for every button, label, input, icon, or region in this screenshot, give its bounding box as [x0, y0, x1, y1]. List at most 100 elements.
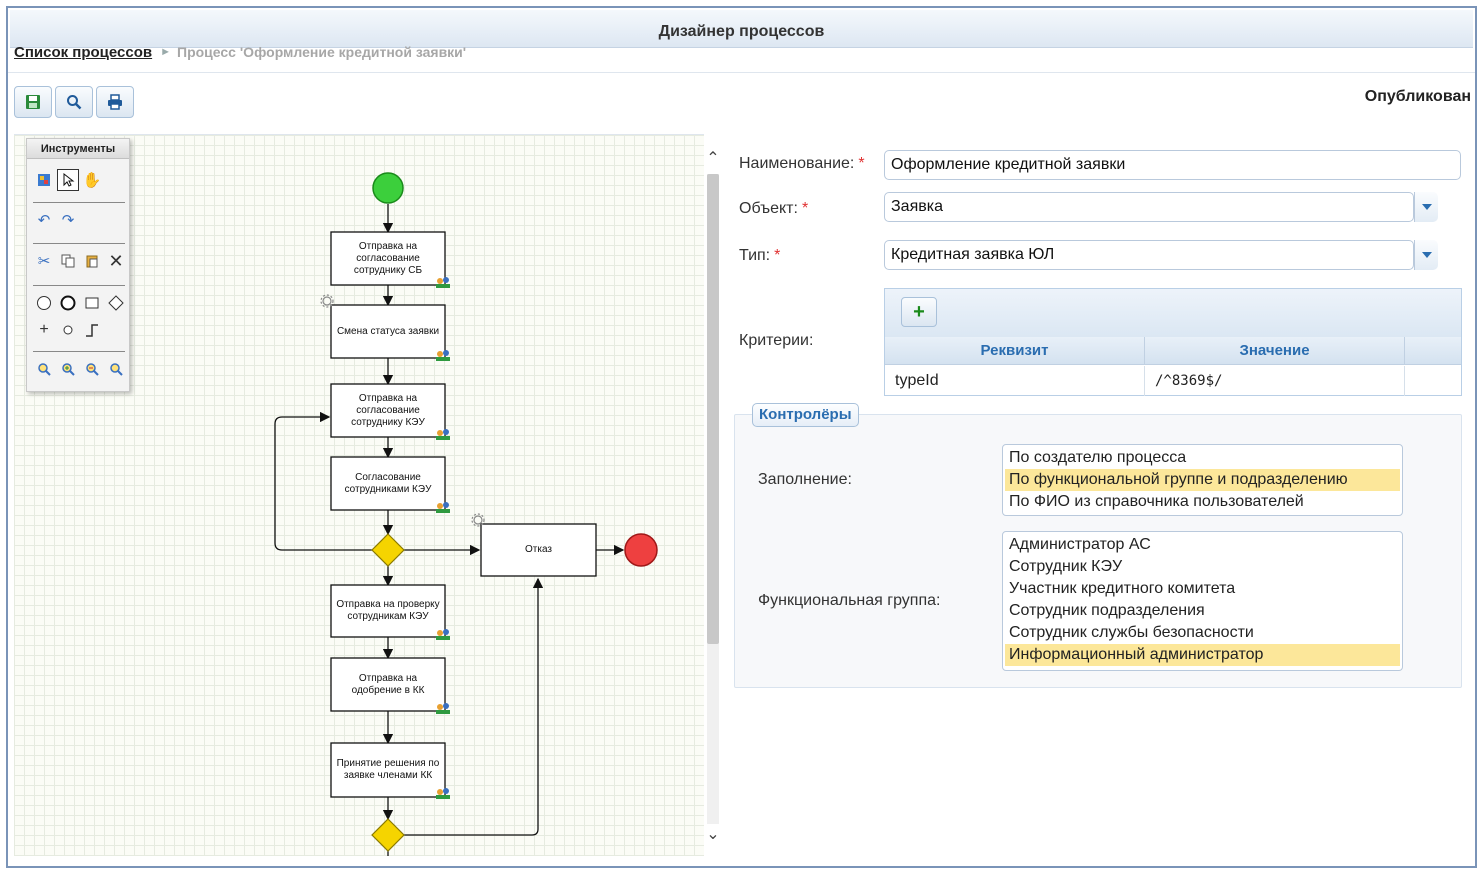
- users-icon: [436, 277, 450, 799]
- point-tool-icon[interactable]: [57, 319, 79, 341]
- object-select[interactable]: Заявка: [884, 192, 1414, 222]
- scroll-thumb[interactable]: [707, 174, 719, 644]
- list-item[interactable]: По создателю процесса: [1009, 449, 1187, 466]
- table-cell[interactable]: typeId: [885, 366, 1145, 396]
- breadcrumb-current: Процесс 'Оформление кредитной заявки': [177, 44, 467, 60]
- column-header-requisite[interactable]: Реквизит: [885, 337, 1145, 365]
- print-button[interactable]: [96, 86, 134, 118]
- task-node[interactable]: Отказ: [480, 523, 597, 577]
- name-input[interactable]: Оформление кредитной заявки: [884, 150, 1461, 180]
- group-listbox[interactable]: Администратор АС Сотрудник КЭУ Участник …: [1002, 531, 1403, 671]
- start-event[interactable]: [372, 172, 404, 204]
- paste-icon[interactable]: [81, 250, 103, 272]
- task-label: Отказ: [525, 544, 552, 555]
- overview-icon[interactable]: [33, 169, 55, 191]
- breadcrumb: Список процессов ► Процесс 'Оформление кре…: [14, 44, 466, 66]
- gateway-1[interactable]: [371, 533, 405, 567]
- required-mark: *: [858, 155, 865, 172]
- plus-icon: +: [913, 300, 925, 323]
- zoom-fit-icon[interactable]: [105, 358, 127, 380]
- column-header-value[interactable]: Значение: [1145, 337, 1405, 365]
- task-node[interactable]: Отправка на согласование сотруднику КЭУ: [330, 383, 446, 438]
- zoom-in-icon[interactable]: [57, 358, 79, 380]
- palette-divider: [33, 351, 125, 352]
- controllers-legend[interactable]: Контролёры: [752, 403, 859, 427]
- end-event[interactable]: [624, 533, 658, 567]
- gateway-2[interactable]: [371, 818, 405, 852]
- type-dropdown-button[interactable]: [1414, 240, 1438, 270]
- list-item[interactable]: По ФИО из справочника пользователей: [1009, 493, 1304, 510]
- fill-listbox[interactable]: По создателю процесса По функциональной …: [1002, 444, 1403, 516]
- preview-button[interactable]: [55, 86, 93, 118]
- redo-icon[interactable]: ↷: [61, 212, 75, 229]
- end-event-tool-icon[interactable]: [57, 292, 79, 314]
- required-mark: *: [801, 200, 809, 217]
- type-label-text: Тип:: [739, 247, 771, 264]
- palette-row-select: ✋: [33, 169, 103, 191]
- task-node[interactable]: Отправка на согласование сотруднику СБ: [330, 231, 446, 286]
- object-label: Объект:*: [739, 200, 808, 218]
- list-item[interactable]: Информационный администратор: [1005, 644, 1400, 666]
- copy-icon[interactable]: [57, 250, 79, 272]
- scroll-up-icon[interactable]: ⌃: [706, 150, 720, 167]
- window-title: Дизайнер процессов: [10, 10, 1473, 48]
- object-dropdown-button[interactable]: [1414, 192, 1438, 222]
- task-node[interactable]: Согласование сотрудниками КЭУ: [330, 456, 446, 511]
- process-diagram[interactable]: Отправка на согласование сотруднику СБ С…: [14, 135, 704, 856]
- column-header-extra: [1405, 337, 1461, 365]
- list-item[interactable]: По функциональной группе и подразделению: [1005, 469, 1400, 491]
- table-cell[interactable]: /^8369$/: [1145, 366, 1405, 396]
- task-node[interactable]: Отправка на одобрение в КК: [330, 657, 446, 712]
- canvas-scrollbar[interactable]: ⌃ ⌄: [704, 146, 722, 852]
- scroll-down-icon[interactable]: ⌄: [706, 826, 720, 843]
- fill-label: Заполнение:: [758, 471, 852, 488]
- breadcrumb-root-link[interactable]: Список процессов: [14, 44, 153, 61]
- task-node[interactable]: Смена статуса заявки: [330, 304, 446, 359]
- chevron-down-icon: [1421, 204, 1432, 210]
- delete-icon[interactable]: ✕: [108, 250, 124, 271]
- list-item[interactable]: Администратор АС: [1009, 536, 1151, 553]
- task-label: Отправка на согласование сотруднику КЭУ: [351, 392, 425, 428]
- list-item[interactable]: Сотрудник КЭУ: [1009, 558, 1123, 575]
- connector-tool-icon[interactable]: [81, 319, 103, 341]
- criteria-label: Критерии:: [739, 332, 814, 349]
- pointer-icon[interactable]: [57, 169, 79, 191]
- criteria-toolbar: +: [885, 289, 1461, 337]
- breadcrumb-separator-icon: ►: [160, 46, 172, 58]
- task-label: Смена статуса заявки: [336, 325, 440, 337]
- object-label-text: Объект:: [739, 200, 798, 217]
- task-label: Отправка на проверку сотрудникам КЭУ: [336, 599, 440, 622]
- name-label-text: Наименование:: [739, 155, 855, 172]
- undo-icon[interactable]: ↶: [37, 212, 51, 229]
- toolbar-divider: [8, 72, 1475, 73]
- palette-row-misc: +: [33, 319, 103, 341]
- palette-divider: [33, 202, 125, 203]
- zoom-icon[interactable]: [33, 358, 55, 380]
- chevron-down-icon: [1421, 252, 1432, 258]
- name-label: Наименование:*: [739, 155, 865, 173]
- palette-row-zoom: [33, 358, 127, 380]
- plus-tool-icon[interactable]: +: [39, 321, 49, 338]
- task-node[interactable]: Принятие решения по заявке членами КК: [330, 742, 446, 798]
- gateway-tool-icon[interactable]: [105, 292, 127, 314]
- task-label: Отправка на одобрение в КК: [351, 672, 425, 696]
- add-criteria-button[interactable]: +: [901, 297, 937, 327]
- gear-icon: [320, 294, 485, 527]
- palette-title: Инструменты: [27, 139, 129, 159]
- type-select[interactable]: Кредитная заявка ЮЛ: [884, 240, 1414, 270]
- palette-divider: [33, 243, 125, 244]
- start-event-tool-icon[interactable]: [33, 292, 55, 314]
- group-label: Функциональная группа:: [758, 592, 941, 609]
- save-button[interactable]: [14, 86, 52, 118]
- criteria-grid: + Реквизит Значение typeId /^8369$/: [884, 288, 1462, 396]
- zoom-out-icon[interactable]: [81, 358, 103, 380]
- task-label: Отправка на согласование сотруднику СБ: [353, 240, 423, 276]
- cut-icon[interactable]: ✂: [37, 253, 51, 270]
- list-item[interactable]: Сотрудник подразделения: [1009, 602, 1205, 619]
- task-node[interactable]: Отправка на проверку сотрудникам КЭУ: [330, 584, 446, 638]
- list-item[interactable]: Сотрудник службы безопасности: [1009, 624, 1254, 641]
- hand-icon[interactable]: ✋: [82, 172, 102, 189]
- required-mark: *: [774, 247, 781, 264]
- list-item[interactable]: Участник кредитного комитета: [1009, 580, 1236, 597]
- task-tool-icon[interactable]: [81, 292, 103, 314]
